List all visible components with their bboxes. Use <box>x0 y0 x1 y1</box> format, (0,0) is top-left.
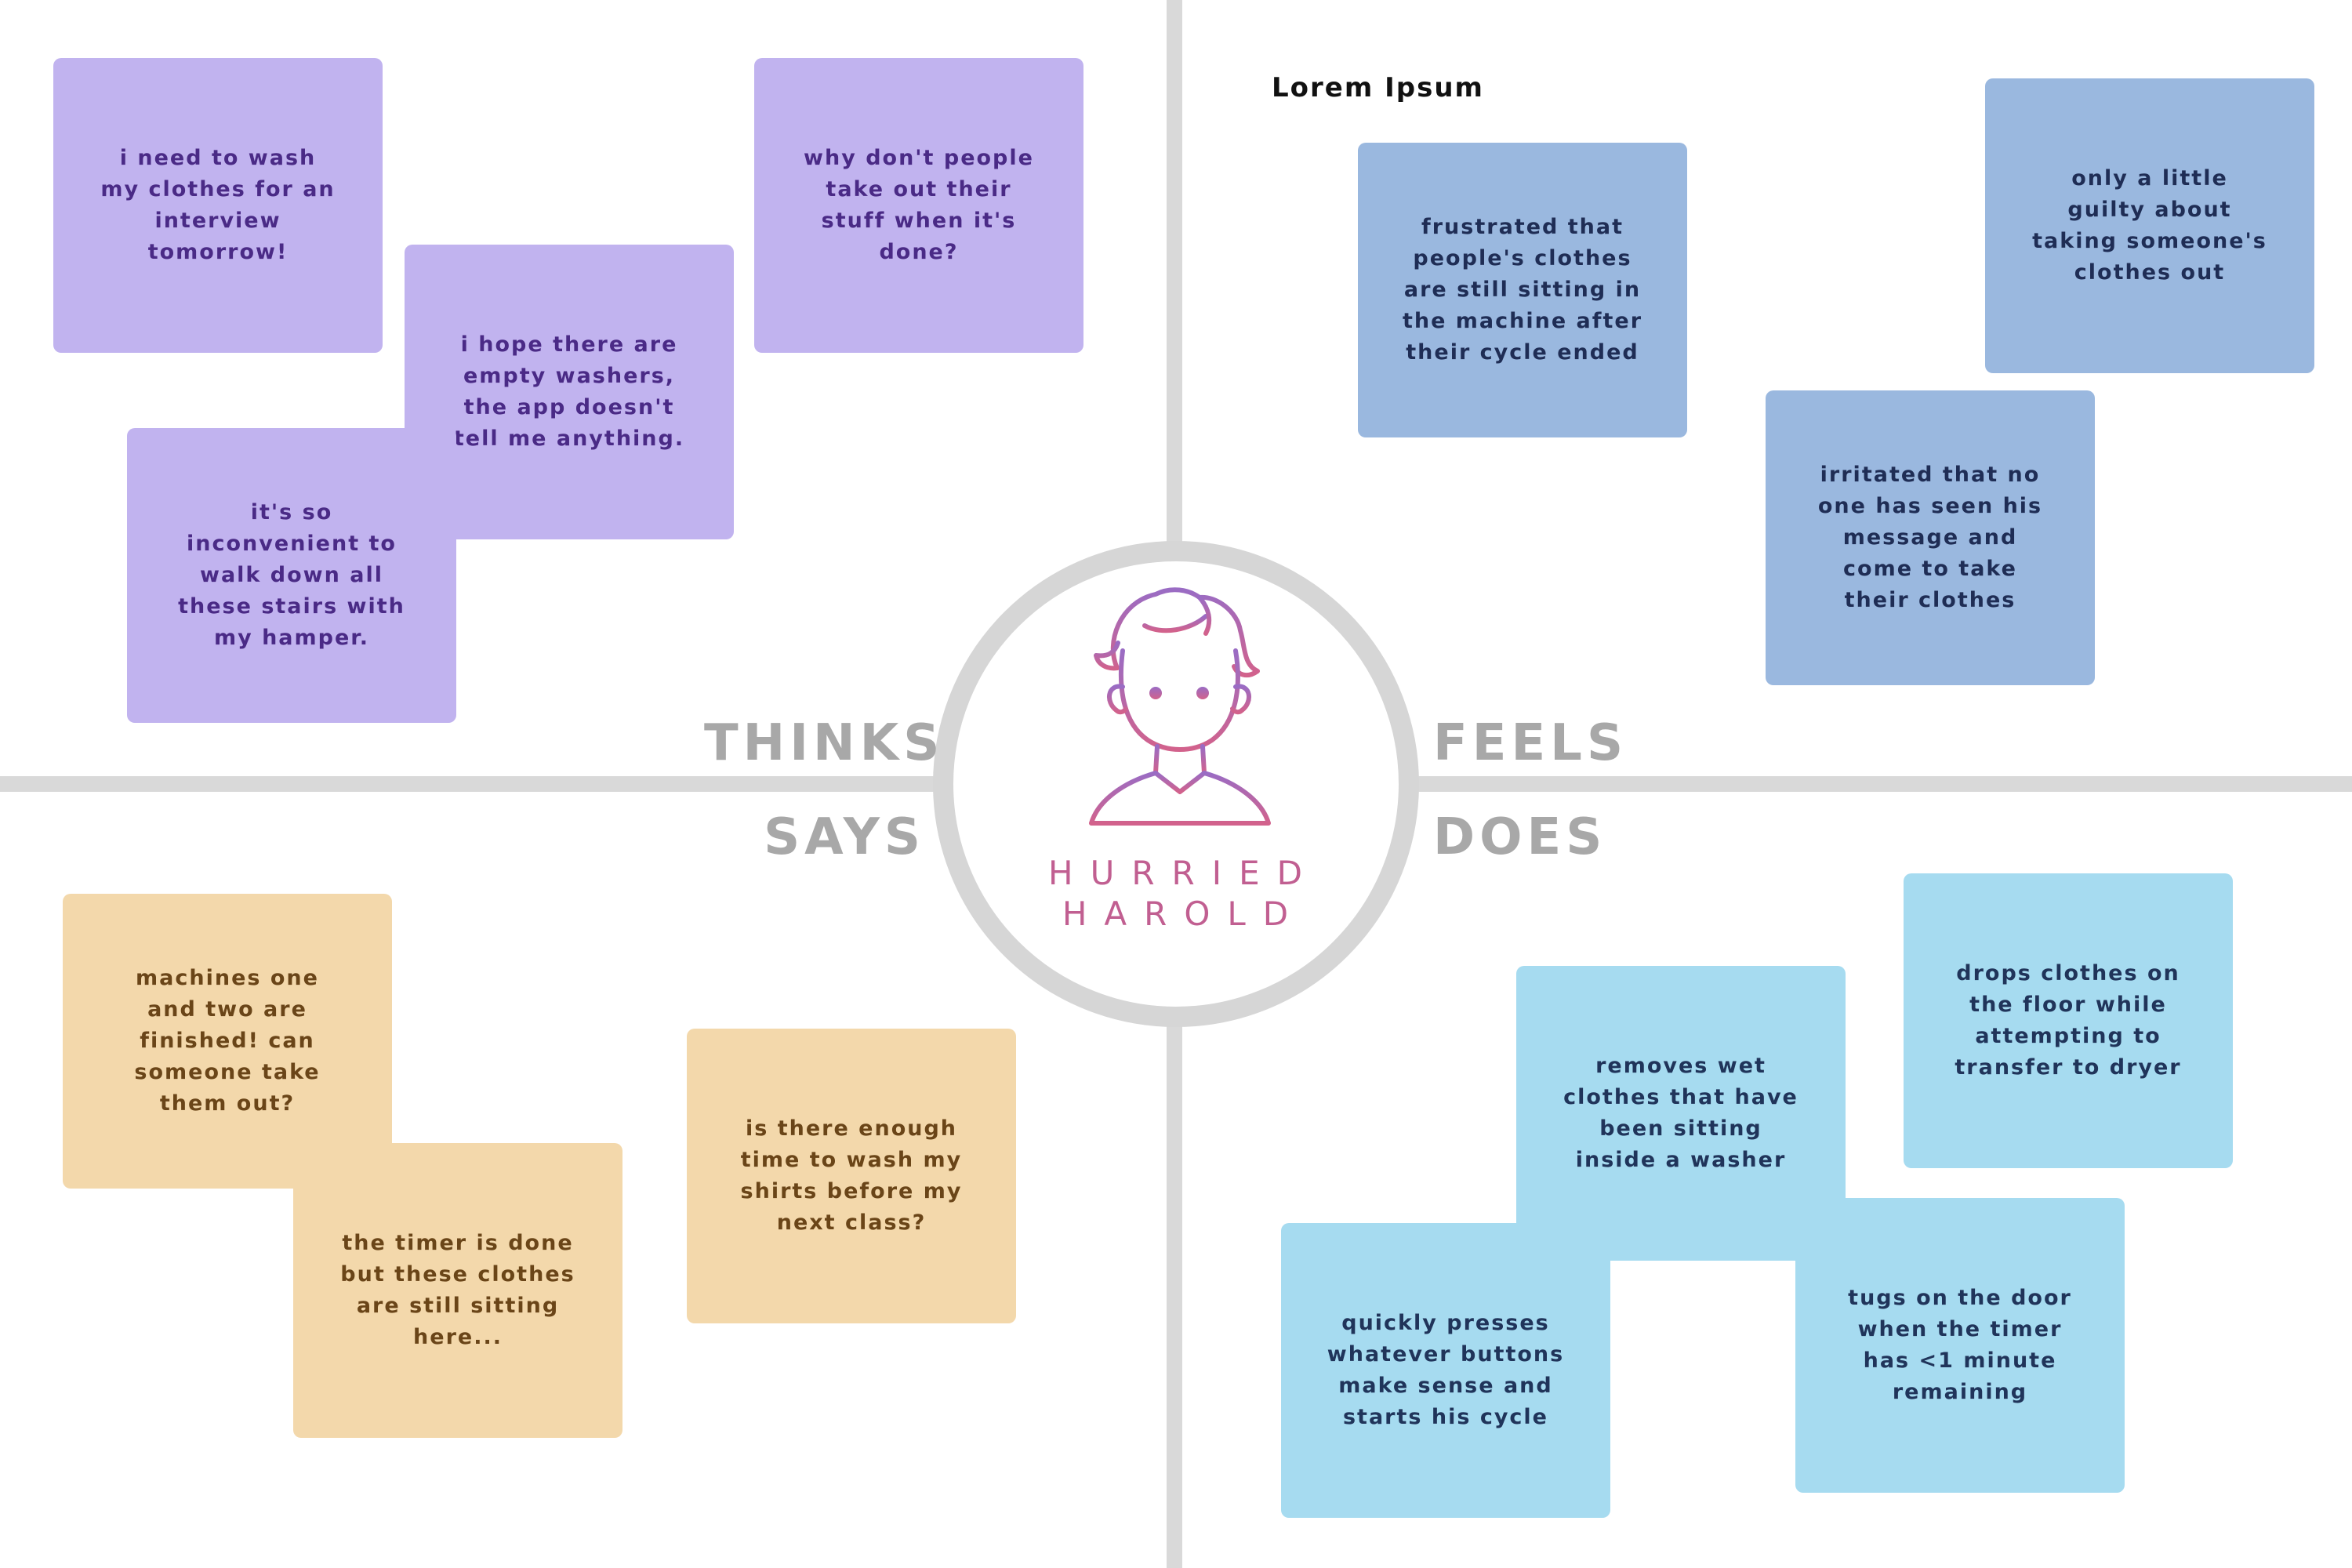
does-note-text: removes wet clothes that have been sitti… <box>1563 1054 1798 1172</box>
persona-last-name: HAROLD <box>1062 895 1306 933</box>
feels-label: FEELS <box>1433 714 1628 772</box>
does-note[interactable]: drops clothes on the floor while attempt… <box>1904 873 2233 1168</box>
says-note[interactable]: machines one and two are finished! can s… <box>63 894 392 1189</box>
thinks-note[interactable]: why don't people take out their stuff wh… <box>754 58 1083 353</box>
thinks-note-text: why don't people take out their stuff wh… <box>804 146 1034 264</box>
does-note[interactable]: tugs on the door when the timer has <1 m… <box>1795 1198 2125 1493</box>
feels-note[interactable]: only a little guilty about taking someon… <box>1985 78 2314 373</box>
does-note[interactable]: quickly presses whatever buttons make se… <box>1281 1223 1610 1518</box>
does-label: DOES <box>1433 808 1607 866</box>
feels-note-text: only a little guilty about taking someon… <box>2032 166 2267 285</box>
persona-first-name: HURRIED <box>1048 854 1319 892</box>
says-note[interactable]: is there enough time to wash my shirts b… <box>687 1029 1016 1323</box>
thinks-note-text: i need to wash my clothes for an intervi… <box>100 146 336 264</box>
thinks-note[interactable]: it's so inconvenient to walk down all th… <box>127 428 456 723</box>
thinks-note[interactable]: i hope there are empty washers, the app … <box>405 245 734 539</box>
feels-note[interactable]: frustrated that people's clothes are sti… <box>1358 143 1687 437</box>
feels-note-text: irritated that no one has seen his messa… <box>1817 463 2043 612</box>
says-note-text: the timer is done but these clothes are … <box>340 1231 575 1349</box>
person-avatar-icon <box>1089 587 1271 826</box>
does-note-text: tugs on the door when the timer has <1 m… <box>1848 1286 2072 1404</box>
thinks-label: THINKS <box>704 714 945 772</box>
thinks-note[interactable]: i need to wash my clothes for an intervi… <box>53 58 383 353</box>
feels-note-text: frustrated that people's clothes are sti… <box>1402 215 1643 365</box>
does-note[interactable]: removes wet clothes that have been sitti… <box>1516 966 1846 1261</box>
says-note[interactable]: the timer is done but these clothes are … <box>293 1143 622 1438</box>
thinks-note-text: i hope there are empty washers, the app … <box>453 332 685 451</box>
does-note-text: drops clothes on the floor while attempt… <box>1955 961 2182 1080</box>
says-note-text: is there enough time to wash my shirts b… <box>740 1116 963 1235</box>
lorem-ipsum-text: Lorem Ipsum <box>1272 72 1484 103</box>
does-note-text: quickly presses whatever buttons make se… <box>1327 1311 1565 1429</box>
thinks-note-text: it's so inconvenient to walk down all th… <box>178 500 405 650</box>
feels-note[interactable]: irritated that no one has seen his messa… <box>1766 390 2095 685</box>
says-note-text: machines one and two are finished! can s… <box>134 966 321 1116</box>
says-label: SAYS <box>764 808 925 866</box>
